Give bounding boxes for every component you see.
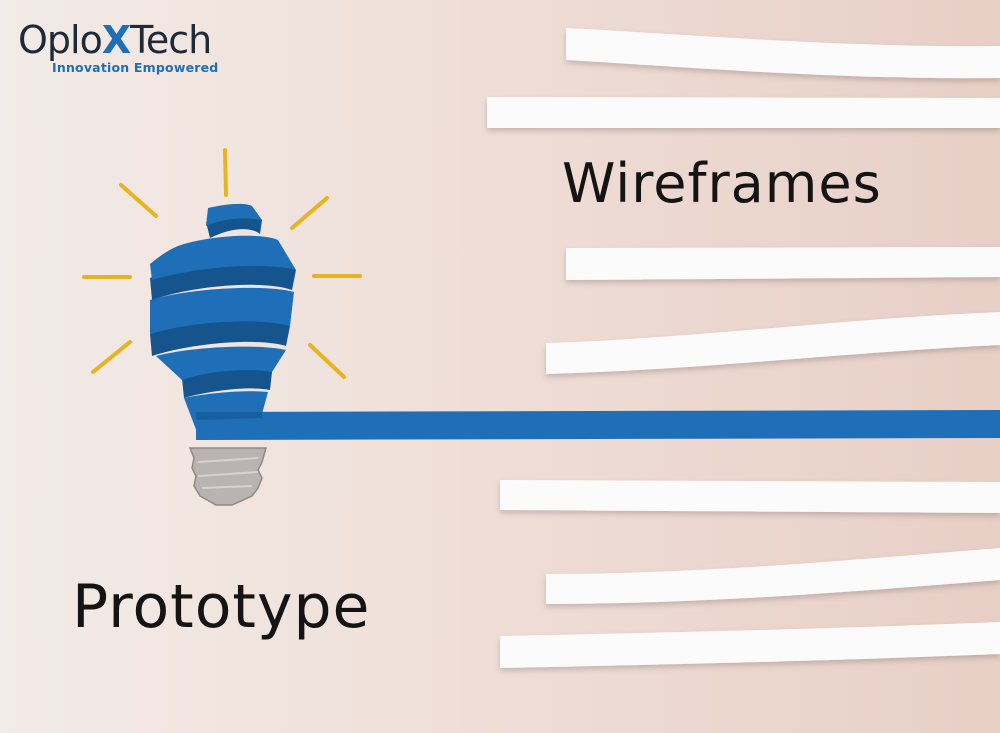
light-ray-icon — [223, 148, 228, 197]
lightbulb-spiral-icon — [150, 203, 1000, 440]
brand-tagline: Innovation Empowered — [52, 60, 219, 75]
light-ray-icon — [290, 196, 329, 230]
brand-prefix: Oplo — [18, 18, 103, 62]
paper-strip — [500, 480, 1000, 513]
wireframes-label: Wireframes — [562, 152, 882, 215]
light-ray-icon — [308, 343, 346, 379]
blue-ribbon — [196, 410, 1000, 440]
light-rays — [82, 148, 362, 379]
brand-logo: OploXTech Innovation Empowered — [18, 18, 248, 80]
brand-wordmark: OploXTech — [18, 18, 212, 62]
prototype-label: Prototype — [72, 572, 371, 642]
paper-strip — [566, 28, 1000, 79]
bulb-base-icon — [188, 447, 267, 506]
light-ray-icon — [119, 183, 158, 218]
paper-strip — [500, 622, 1000, 668]
paper-strip — [546, 548, 1000, 604]
brand-x: X — [101, 18, 131, 62]
light-ray-icon — [91, 340, 132, 374]
paper-strip — [487, 97, 1000, 128]
paper-strip — [566, 247, 1000, 280]
brand-suffix: Tech — [130, 18, 212, 62]
paper-strip — [546, 312, 1000, 374]
